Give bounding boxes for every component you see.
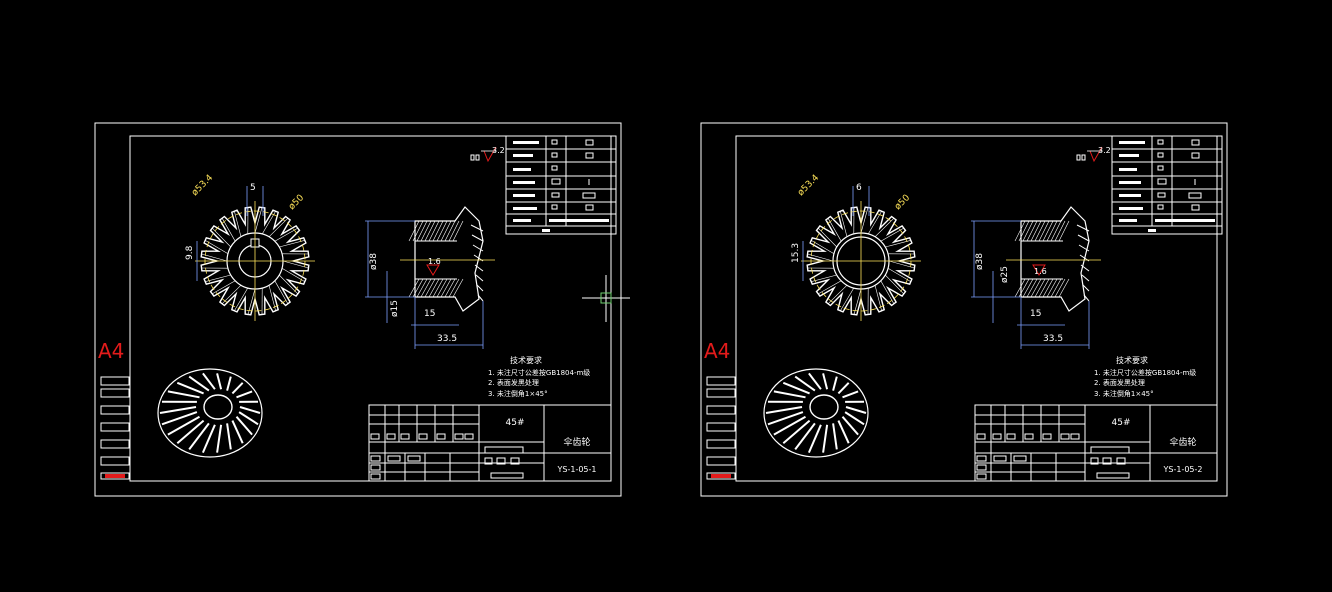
side-length-2: 33.5 (437, 334, 457, 344)
tech-note-2: 2. 表面发黑处理 (488, 378, 539, 387)
drawing-number-cell: YS-1-05-2 (1163, 465, 1203, 474)
front-od-dim: ø53.4 (796, 173, 821, 198)
key-depth-dim: 15.3 (791, 243, 801, 263)
gear-section-view (971, 206, 1101, 349)
front-od-dim: ø53.4 (190, 173, 215, 198)
bore-roughness: 1.6 (1034, 267, 1047, 276)
gear-front-view (195, 186, 315, 321)
tech-note-1: 1. 未注尺寸公差按GB1804-m级 (1094, 368, 1196, 377)
side-diameter-1: ø38 (369, 253, 379, 270)
material-cell: 45# (506, 418, 525, 428)
key-depth-dim: 9.8 (185, 245, 195, 260)
part-name-cell: 伞齿轮 (563, 436, 590, 448)
cad-crosshair-cursor (582, 275, 630, 322)
tech-note-2: 2. 表面发黑处理 (1094, 378, 1145, 387)
roughness-main-value: 3.2 (492, 146, 505, 155)
side-diameter-1: ø38 (975, 253, 985, 270)
side-length-1: 15 (1030, 309, 1041, 319)
bore-roughness: 1.6 (428, 257, 441, 266)
roughness-main-value: 3.2 (1098, 146, 1111, 155)
tech-note-1: 1. 未注尺寸公差按GB1804-m级 (488, 368, 590, 377)
drawing-number-cell: YS-1-05-1 (557, 465, 597, 474)
drawing-sheet-1[interactable]: A4 3.2 45# 伞齿轮 YS-1-05-1 技术要求 1. 未注尺寸公差按… (94, 122, 622, 497)
gear-section-view (365, 206, 495, 349)
sheet-size-label: A4 (98, 339, 124, 363)
side-length-2: 33.5 (1043, 334, 1063, 344)
gear-front-view (801, 186, 921, 321)
tech-requirements-title: 技术要求 (510, 355, 542, 365)
drawing-sheet-2[interactable]: A4 3.2 45# 伞齿轮 YS-1-05-2 技术要求 1. 未注尺寸公差按… (700, 122, 1228, 497)
side-length-1: 15 (424, 309, 435, 319)
side-diameter-2: ø15 (390, 300, 400, 317)
gear-isometric-view (763, 368, 869, 458)
key-width-dim: 6 (856, 183, 862, 193)
tech-requirements-title: 技术要求 (1116, 355, 1148, 365)
front-pitch-dim: ø50 (287, 193, 306, 212)
material-cell: 45# (1112, 418, 1131, 428)
side-diameter-2: ø25 (1000, 266, 1010, 283)
key-width-dim: 5 (250, 183, 256, 193)
sheet-size-label: A4 (704, 339, 730, 363)
front-pitch-dim: ø50 (893, 193, 912, 212)
tech-note-3: 3. 未注倒角1×45° (1094, 389, 1154, 398)
gear-isometric-view (157, 368, 263, 458)
tech-note-3: 3. 未注倒角1×45° (488, 389, 548, 398)
part-name-cell: 伞齿轮 (1169, 436, 1196, 448)
